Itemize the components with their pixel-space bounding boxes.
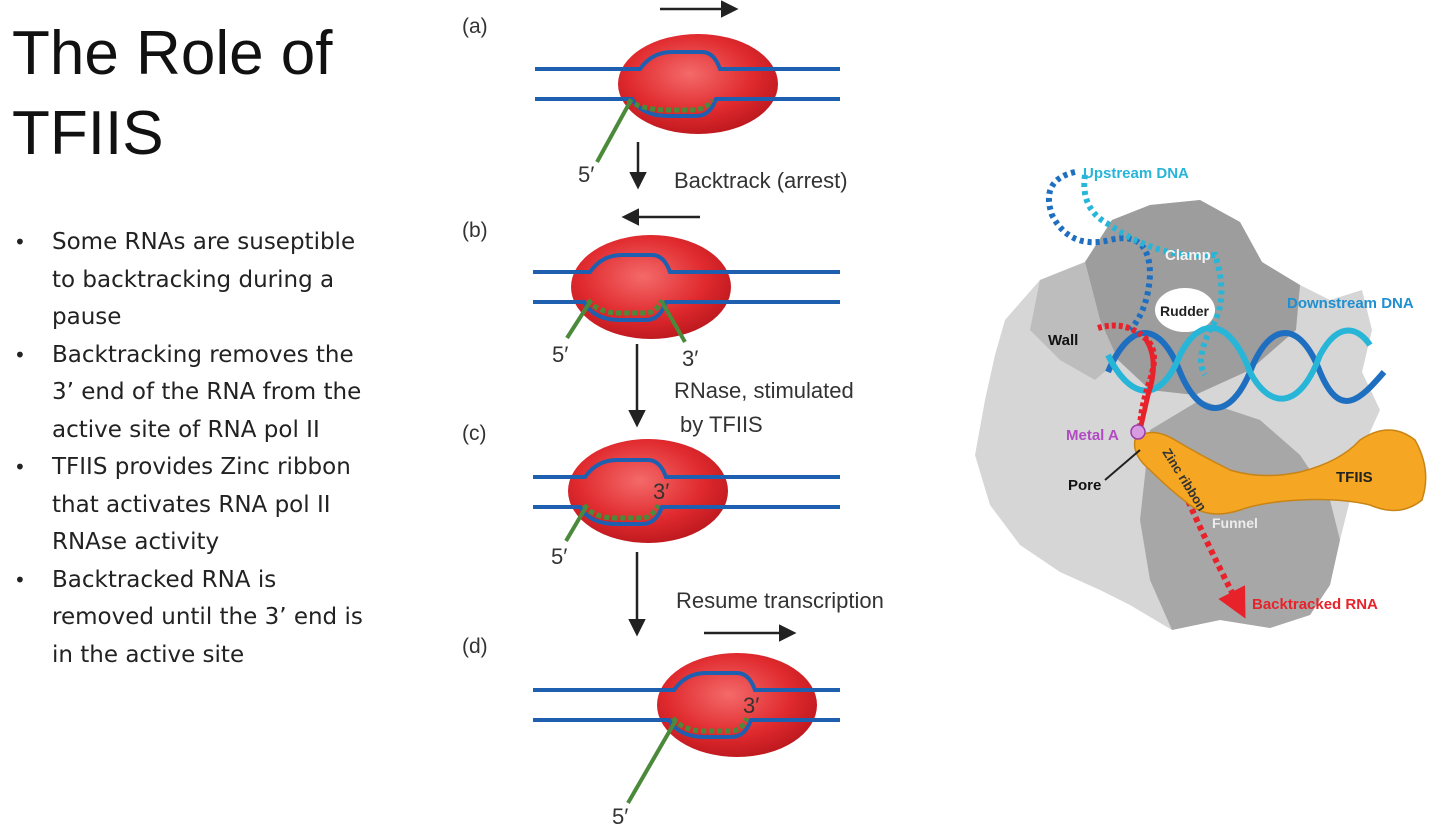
metal-a-site — [1130, 424, 1146, 440]
downstream-dna-label: Downstream DNA — [1287, 295, 1414, 312]
rna-exit-strand — [564, 505, 588, 543]
step-d-tag: (d) — [462, 635, 488, 658]
rna-polymerase — [657, 653, 817, 757]
bullet-line: Backtracking removes the — [52, 341, 354, 368]
clamp-label: Clamp — [1165, 247, 1211, 264]
five-prime-label: 5′ — [552, 342, 568, 367]
rna-dna-hybrid — [586, 298, 665, 316]
rna-polymerase — [618, 34, 778, 134]
transcription-bubble-top — [570, 458, 726, 479]
rna-exit-strand — [595, 101, 632, 163]
transcription-bubble-top — [659, 671, 815, 692]
transcription-bubble-bottom — [573, 300, 730, 322]
step-a-tag: (a) — [462, 15, 488, 38]
bullet-item: Some RNAs are suseptible to backtracking… — [14, 224, 434, 337]
transcription-bubble-bottom — [570, 505, 726, 526]
wall-region — [1030, 262, 1118, 380]
bullet-line: Some RNAs are suseptible — [52, 229, 356, 255]
rna-backtracked-strand — [660, 301, 687, 343]
transition-tfiis-label: by TFIIS — [680, 412, 763, 437]
downstream-dna-strand-2 — [1105, 324, 1373, 402]
step-c: (c) 3′ 5′ — [462, 422, 840, 569]
slide-title: The Role of TFIIS — [12, 14, 432, 174]
transition-backtrack-label: Backtrack (arrest) — [674, 168, 848, 193]
bullet-line: in the active site — [52, 641, 245, 668]
wall-label: Wall — [1048, 332, 1078, 349]
bullet-line: pause — [52, 304, 122, 330]
bullet-item: Backtracked RNA is removed until the 3’ … — [14, 562, 434, 675]
transcription-bubble-bottom — [659, 718, 815, 739]
tfiis-label: TFIIS — [1336, 469, 1373, 486]
rna-dna-hybrid — [582, 503, 661, 521]
rna-exit-strand — [565, 300, 592, 340]
backtracked-rna-label: Backtracked RNA — [1252, 596, 1378, 613]
bullet-line: TFIIS provides Zinc ribbon — [52, 454, 351, 480]
rna-exit-strand — [626, 718, 678, 805]
bullet-line: that activates RNA pol II — [52, 491, 331, 518]
rudder-label: Rudder — [1160, 303, 1210, 319]
three-prime-label: 3′ — [743, 693, 759, 718]
step-b-tag: (b) — [462, 219, 488, 242]
upstream-dna-label: Upstream DNA — [1083, 165, 1189, 182]
transcription-bubble-top — [620, 50, 776, 71]
metal-a-label: Metal A — [1066, 427, 1119, 444]
transition-rnase-label: RNase, stimulated — [674, 378, 854, 403]
pore-pointer — [1104, 449, 1141, 481]
funnel-label: Funnel — [1212, 515, 1258, 531]
five-prime-label: 5′ — [612, 804, 628, 826]
rudder-region — [1155, 288, 1215, 332]
transcription-bubble-top — [573, 253, 730, 274]
five-prime-label: 5′ — [578, 162, 594, 187]
bullet-line: 3’ end of the RNA from the — [52, 379, 362, 405]
bullet-line: removed until the 3’ end is — [52, 604, 363, 630]
transition-resume-label: Resume transcription — [676, 588, 884, 613]
tfiis-protein — [1133, 429, 1427, 515]
rna-strand — [1137, 336, 1156, 431]
bullet-line: Backtracked RNA is — [52, 566, 277, 593]
rna-dna-hybrid — [671, 716, 750, 734]
rna-polymerase — [571, 235, 731, 339]
bullet-line: RNAse activity — [52, 529, 220, 555]
five-prime-label: 5′ — [551, 544, 567, 569]
bullet-line: active site of RNA pol II — [52, 416, 320, 443]
step-c-tag: (c) — [462, 422, 487, 445]
slide-title-line2: TFIIS — [12, 99, 164, 168]
step-d: (d) 3′ 5′ — [462, 635, 840, 826]
rna-dna-hybrid — [626, 97, 715, 113]
three-prime-label: 3′ — [653, 479, 669, 504]
step-a: (a) 5′ — [462, 0, 840, 187]
bullet-item: Backtracking removes the 3’ end of the R… — [14, 337, 434, 450]
step-b: (b) 5′ 3′ — [462, 208, 840, 371]
pore-label: Pore — [1068, 477, 1101, 494]
pol-ii-structure: Upstream DNA Clamp Rudder Downstream DNA… — [975, 165, 1427, 630]
three-prime-label: 3′ — [682, 346, 698, 371]
bullet-line: to backtracking during a — [52, 266, 335, 293]
bullet-list: Some RNAs are suseptible to backtracking… — [14, 224, 434, 674]
slide-title-line1: The Role of — [12, 19, 333, 88]
rna-polymerase — [568, 439, 728, 543]
bullet-item: TFIIS provides Zinc ribbon that activate… — [14, 449, 434, 562]
upstream-dna-strand-2 — [1081, 174, 1225, 377]
